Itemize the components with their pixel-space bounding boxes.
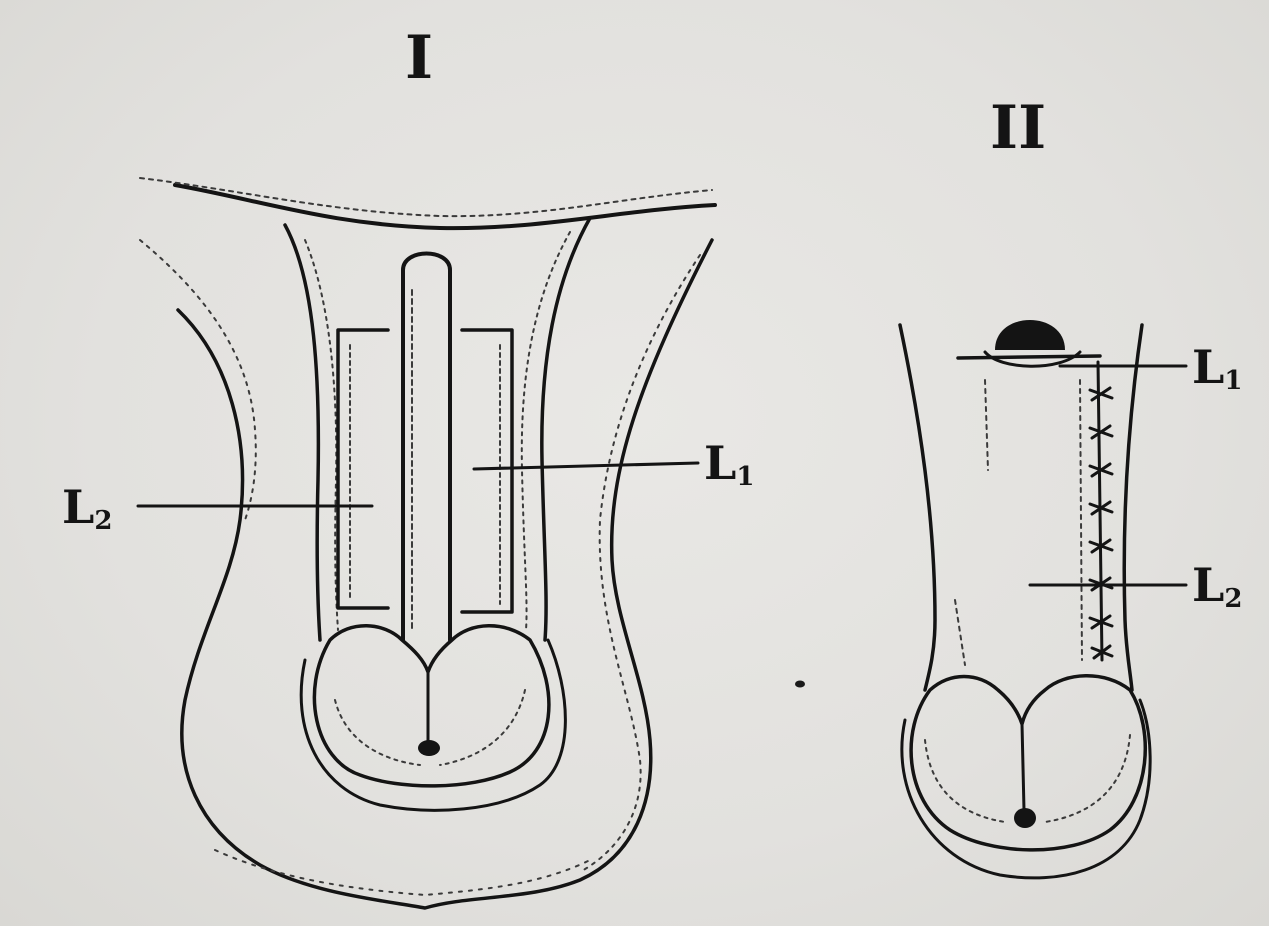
ink-speck (795, 681, 805, 688)
figure-2-left-shading (985, 380, 988, 470)
figure-1-leader-l1 (474, 463, 698, 469)
figure-2-label-l1-sub: 1 (1224, 366, 1242, 396)
figure-2-top-edge (958, 356, 1100, 358)
figure-2-numeral: II (990, 98, 1046, 158)
figure-2-left-wall (900, 325, 935, 690)
figure-2-label-l2-letter: L (1192, 558, 1224, 612)
figure-1-glans-outline (314, 626, 549, 786)
figure-2-right-shading (1080, 380, 1082, 660)
figure-2-glans-hatching-right (1045, 735, 1130, 822)
figure-1-label-l2-sub: 2 (94, 506, 112, 536)
figure-1-glans-hatching-right (440, 690, 525, 765)
figure-1-label-l1: L1 (704, 440, 754, 490)
figure-1-left-outer-hatching (140, 240, 256, 520)
figure-2-meatus-dot (1014, 808, 1036, 828)
figure-1-label-l2: L2 (62, 484, 112, 534)
figure-1-meatus-dot (418, 740, 440, 756)
figure-2-glans-hatching-left (925, 740, 1005, 822)
figure-1-central-tube (403, 254, 450, 641)
figure-2-top-knob (995, 320, 1065, 350)
figure-1-label-l1-letter: L (704, 436, 736, 490)
figure-2-label-l2: L2 (1192, 562, 1242, 612)
figure-2-drawing (900, 320, 1186, 878)
figure-2-label-l1-letter: L (1192, 340, 1224, 394)
figure-1-numeral: I (405, 28, 433, 88)
figure-2-label-l2-sub: 2 (1224, 584, 1242, 614)
figure-2-label-l1: L1 (1192, 344, 1242, 394)
figure-1-label-l1-sub: 1 (736, 462, 754, 492)
figure-1-inner-left-wall (285, 225, 320, 640)
figure-1-left-flap (338, 330, 388, 608)
figure-1-outer-outline (178, 240, 712, 908)
figure-2-meatus-line (1022, 724, 1024, 810)
figure-1-inner-right-wall (542, 218, 590, 640)
figure-1-glans-hatching-left (335, 700, 420, 765)
figure-1-drawing (138, 178, 715, 908)
figure-1-top-rim (175, 185, 715, 228)
figure-1-right-flap (462, 330, 512, 612)
figure-2-right-wall (1124, 325, 1142, 690)
figure-1-right-outer-hatching (580, 255, 700, 872)
figure-1-label-l2-letter: L (62, 480, 94, 534)
figure-2-lower-left-shading (955, 600, 965, 665)
